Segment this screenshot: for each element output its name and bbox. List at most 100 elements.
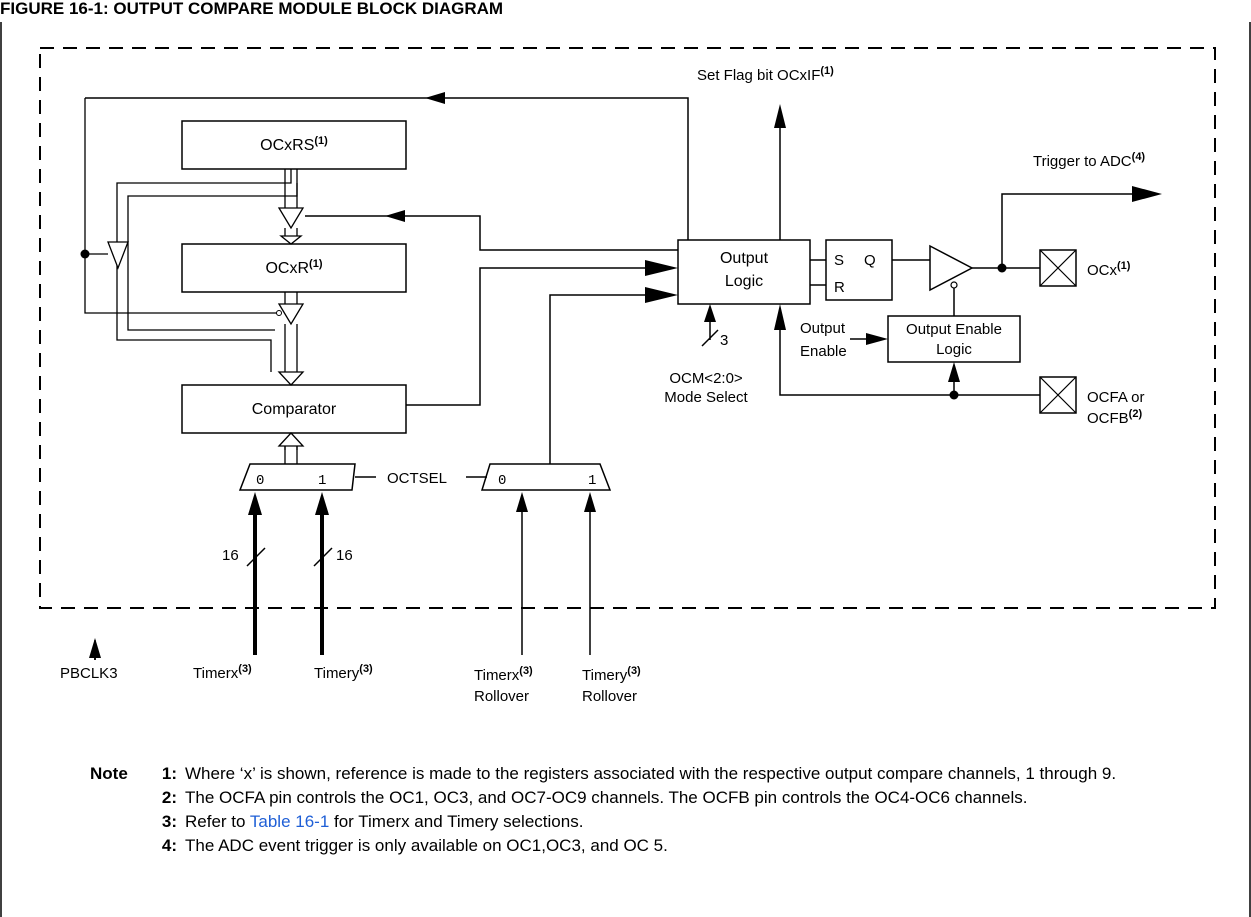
output-enable-line2: Enable xyxy=(800,343,847,360)
note-number: 4: xyxy=(161,836,177,855)
ocx-pin-sup: (1) xyxy=(1117,260,1131,272)
timerx-rollover-label: Timerx xyxy=(474,667,520,684)
trigger-adc-label: Trigger to ADC xyxy=(1033,153,1132,170)
note-text-post: for Timerx and Timery selections. xyxy=(329,812,584,831)
mux-right-in1: 1 xyxy=(588,473,596,489)
ocxrs-sup: (1) xyxy=(314,135,328,147)
timerx-rollover-line2: Rollover xyxy=(474,688,529,705)
figure-frame xyxy=(0,22,1251,917)
enable-bubble xyxy=(950,281,958,289)
figure-title: FIGURE 16-1: OUTPUT COMPARE MODULE BLOCK… xyxy=(0,0,503,18)
note-text: The ADC event trigger is only available … xyxy=(185,836,668,855)
junction-dot xyxy=(80,249,90,259)
note-text: Where ‘x’ is shown, reference is made to… xyxy=(185,764,1117,783)
timery-sup: (3) xyxy=(359,663,373,675)
timerx-label: Timerx xyxy=(193,665,239,682)
ocfa-pin-line2: OCFB xyxy=(1087,410,1129,427)
output-logic-line1: Output xyxy=(720,250,769,267)
timerx-rollover-sup: (3) xyxy=(519,665,533,677)
mux-left-in0: 0 xyxy=(256,473,264,489)
svg-text:Trigger to ADC(4): Trigger to ADC(4) xyxy=(1033,151,1145,170)
notes-heading: Note xyxy=(90,764,128,783)
output-logic-line2: Logic xyxy=(725,273,763,290)
arrow-left-icon xyxy=(425,92,445,104)
bus-slash xyxy=(701,329,719,347)
ocfa-pin-icon xyxy=(1039,376,1077,414)
ocxr-sup: (1) xyxy=(309,258,323,270)
bus-width-right: 16 xyxy=(336,547,353,564)
note-number: 1: xyxy=(161,764,177,783)
svg-text:OCxRS(1): OCxRS(1) xyxy=(260,135,328,154)
svg-text:OCxR(1): OCxR(1) xyxy=(265,258,322,277)
note-item: 4: The ADC event trigger is only availab… xyxy=(90,834,1230,858)
feedback-line xyxy=(85,97,689,240)
svg-text:OCFB(2): OCFB(2) xyxy=(1087,408,1142,427)
arrow-up-icon xyxy=(248,492,262,515)
arrow-left-icon xyxy=(385,210,405,222)
timer-select-mux: 0 1 xyxy=(238,463,356,491)
ocxr-register: OCxR(1) xyxy=(181,243,407,293)
arrow-right-icon xyxy=(645,260,678,276)
arrow-up-icon xyxy=(774,304,786,330)
sr-latch: S Q R xyxy=(825,239,893,301)
ocm-select-line1: OCM<2:0> xyxy=(669,370,743,387)
mux-left-in1: 1 xyxy=(318,473,326,489)
ocm-select-line2: Mode Select xyxy=(664,389,748,406)
svg-text:Timery(3): Timery(3) xyxy=(314,663,373,682)
arrow-up-icon xyxy=(584,492,596,512)
note-item: 3: Refer to Table 16-1 for Timerx and Ti… xyxy=(90,810,1230,834)
octsel-label: OCTSEL xyxy=(387,470,447,487)
pbclk-label: PBCLK3 xyxy=(60,665,118,682)
comparator-output-line xyxy=(406,267,645,406)
mux-right-in0: 0 xyxy=(498,473,506,489)
arrow-right-icon xyxy=(866,333,888,345)
ocfa-pin-line1: OCFA or xyxy=(1087,389,1145,406)
timery-rollover-line2: Rollover xyxy=(582,688,637,705)
output-buffer xyxy=(929,244,974,292)
set-flag-label: Set Flag bit OCxIF xyxy=(697,67,820,84)
arrow-up-icon xyxy=(704,304,716,322)
timery-rollover-sup: (3) xyxy=(627,665,641,677)
latch-q: Q xyxy=(864,252,876,269)
module-boundary xyxy=(39,47,1216,609)
bus-width-left: 16 xyxy=(222,547,239,564)
note-number: 3: xyxy=(161,812,177,831)
table-16-1-link[interactable]: Table 16-1 xyxy=(249,812,330,831)
trigger-adc-line xyxy=(1001,193,1135,268)
ocm-bus-width: 3 xyxy=(720,332,728,349)
svg-text:Timerx(3): Timerx(3) xyxy=(193,663,252,682)
svg-text:Timerx(3): Timerx(3) xyxy=(474,665,533,684)
note-item: Note 1: Where ‘x’ is shown, reference is… xyxy=(90,762,1230,786)
svg-text:Timery(3): Timery(3) xyxy=(582,665,641,684)
svg-text:Set Flag bit OCxIF(1): Set Flag bit OCxIF(1) xyxy=(697,65,834,84)
arrow-up-icon xyxy=(89,638,101,658)
comparator-label: Comparator xyxy=(252,401,337,418)
output-enable-line1: Output xyxy=(800,320,846,337)
ocxrs-register: OCxRS(1) xyxy=(181,120,407,170)
arrow-up-icon xyxy=(516,492,528,512)
note-item: 2: The OCFA pin controls the OC1, OC3, a… xyxy=(90,786,1230,810)
arrow-up-icon xyxy=(948,362,960,382)
svg-text:OCx(1): OCx(1) xyxy=(1087,260,1131,279)
note-text: Refer to Table 16-1 for Timerx and Timer… xyxy=(185,810,1230,834)
junction-dot xyxy=(949,390,959,400)
ocxr-label: OCxR xyxy=(265,260,309,277)
timery-rollover-label: Timery xyxy=(582,667,628,684)
ocx-pin-label: OCx xyxy=(1087,262,1118,279)
ocfa-pin-sup: (2) xyxy=(1129,408,1143,420)
latch-r: R xyxy=(834,279,845,296)
output-enable-logic-block: Output Enable Logic xyxy=(887,315,1021,363)
timerx-sup: (3) xyxy=(238,663,252,675)
rollover-line xyxy=(549,294,645,464)
ocxrs-label: OCxRS xyxy=(260,137,314,154)
arrow-up-icon xyxy=(774,104,786,128)
note-text-pre: Refer to xyxy=(185,812,250,831)
buffer-feedback-paths xyxy=(84,98,298,372)
note-number: 2: xyxy=(161,788,177,807)
arrow-up-icon xyxy=(315,492,329,515)
rollover-select-mux: 0 1 xyxy=(480,463,612,491)
oe-logic-line1: Output Enable xyxy=(906,321,1002,338)
register-buses xyxy=(277,169,305,464)
comparator-block: Comparator xyxy=(181,384,407,434)
